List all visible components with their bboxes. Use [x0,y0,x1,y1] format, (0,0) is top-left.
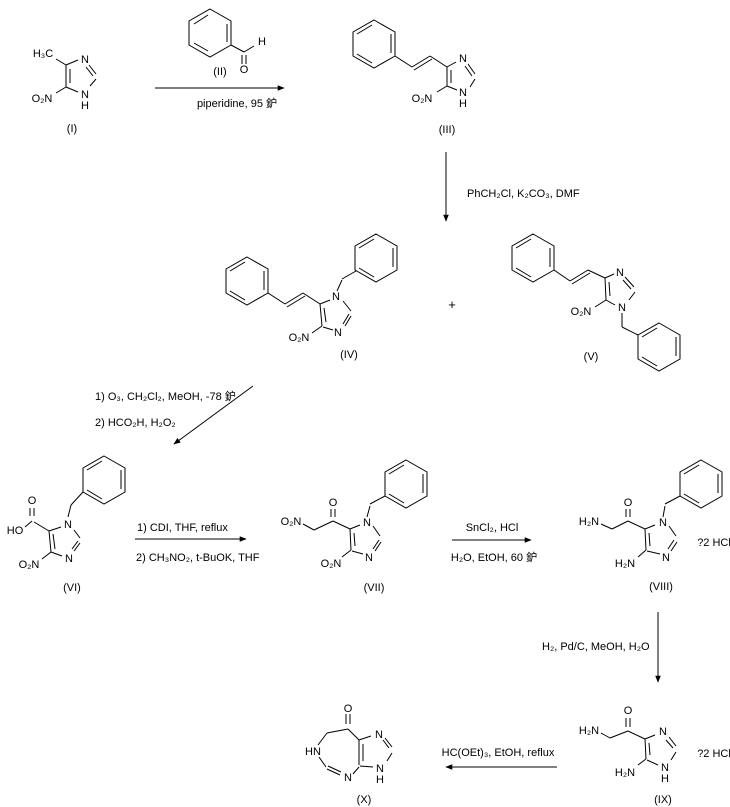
ketone-o-atom: O [624,497,633,509]
step7-conditions: HC(OEt)₃, EtOH, reflux [442,747,555,759]
compound-v: N N O₂N (V) [511,233,681,372]
ring-n1-atom: N [332,291,340,303]
compound-x-skeleton [317,714,393,776]
salt-annotation: ?2 HCl [697,537,730,549]
ring-n1-atom: N [661,762,669,774]
compound-ii: H O (II) [188,8,266,78]
compound-viii-skeleton [600,459,723,558]
ring-n1-atom: N [363,517,371,529]
ring-n5-atom: N [344,772,352,784]
nitro-group-label: O₂N [289,332,310,344]
compound-x: O HN N N N H (X) [305,703,393,806]
ring-n3-atom: N [65,553,73,565]
aminomethyl-group-label: H₂N [579,725,599,737]
step2-conditions: PhCH₂Cl, K₂CO₃, DMF [467,188,580,200]
step5-conditions-line1: SnCl₂, HCl [466,522,519,534]
ring-n3-atom: N [334,327,342,339]
aminomethyl-group-label: H₂N [579,516,599,528]
compound-ii-label: (II) [213,66,226,78]
reaction-arrow-step5: SnCl₂, HCl H₂O, EtOH, 60 鈩 [451,522,537,564]
ring-n3-atom: N [459,53,467,65]
carboxyl-o-atom: O [28,495,37,507]
ring-n1-atom: N [81,89,89,101]
compound-viii: H₂N O N N H₂N ?2 HCl (VIII) [579,459,730,593]
carboxyl-ho-group: HO [7,525,24,537]
compound-vii-label: (VII) [364,582,385,594]
compound-ix-label: (IX) [654,794,672,806]
aldehyde-h-atom: H [258,36,266,48]
compound-vi-skeleton [24,455,126,560]
compound-iii-skeleton [352,19,476,93]
salt-annotation: ?2 HCl [697,748,730,760]
methyl-group-label: H₃C [33,48,53,60]
compound-iv: N N O₂N (IV) [225,233,398,361]
step4-conditions-line1: 1) CDI, THF, reflux [137,522,228,534]
reaction-arrow-step1: piperidine, 95 鈩 [155,85,285,110]
aldehyde-o-atom: O [240,64,249,76]
arrow-line [173,385,254,445]
compound-vii: O₂N O N N O₂N (VII) [281,459,428,594]
ketone-o-atom: O [624,705,633,717]
compound-iii: N N H O₂N (III) [352,19,476,136]
compound-ix: O H₂N N N H H₂N ?2 HCl (IX) [579,705,730,806]
compound-iii-label: (III) [439,124,456,136]
compound-i-skeleton [55,58,97,94]
step1-conditions: piperidine, 95 鈩 [197,96,277,110]
nitro-group-label: O₂N [32,93,53,105]
ring-hn-group: HN [305,746,321,758]
ring-n1-atom: N [618,302,626,314]
compound-viii-label: (VIII) [649,581,673,593]
reaction-arrow-step7: HC(OEt)₃, EtOH, reflux [442,747,557,770]
compound-ix-skeleton [600,718,677,766]
ring-amino-group-label: H₂N [615,767,635,779]
ketone-o-atom: O [329,497,338,509]
imidazole-n3-atom: N [375,729,383,741]
ring-n1-atom: N [459,87,467,99]
ring-n3-atom: N [659,726,667,738]
ring-n3-atom: N [616,267,624,279]
ring-n3-atom: N [81,54,89,66]
nitro-group-label: O₂N [321,558,342,570]
compound-ii-skeleton [188,8,255,64]
ring-n1-atom: N [64,519,72,531]
ring-n1-h-atom: H [81,100,89,112]
step5-conditions-line2: H₂O, EtOH, 60 鈩 [451,550,537,564]
compound-i: H₃C N N H O₂N (I) [32,48,97,135]
reaction-arrow-step4: 1) CDI, THF, reflux 2) CH₃NO₂, t-BuOK, T… [135,522,260,564]
ring-n1-h-atom: H [661,773,669,785]
step4-conditions-line2: 2) CH₃NO₂, t-BuOK, THF [136,552,260,564]
compound-iv-skeleton [225,233,398,334]
nitro-group-label: O₂N [19,559,40,571]
imidazole-n1-h-atom: H [376,774,384,786]
compound-v-skeleton [511,233,681,372]
imidazole-n1-atom: N [376,763,384,775]
ring-n3-atom: N [662,552,670,564]
nitromethyl-group-label: O₂N [281,516,302,528]
compound-v-label: (V) [584,351,599,363]
ring-n1-h-atom: H [459,98,467,110]
reaction-arrow-step3: 1) O₃, CH₂Cl₂, MeOH, -78 鈩 2) HCO₂H, H₂O… [95,385,254,445]
step3-conditions-line1: 1) O₃, CH₂Cl₂, MeOH, -78 鈩 [95,389,236,403]
ring-amino-group-label: H₂N [615,558,635,570]
compound-x-label: (X) [357,794,372,806]
compound-vii-skeleton [302,459,428,558]
nitro-group-label: O₂N [571,306,592,318]
reaction-arrow-step6: H₂, Pd/C, MeOH, H₂O [542,612,661,683]
ketone-o-atom: O [344,703,353,715]
ring-n3-atom: N [365,552,373,564]
reaction-arrow-step2: PhCH₂Cl, K₂CO₃, DMF [443,152,580,222]
compound-vi-label: (VI) [63,582,81,594]
compound-iv-label: (IV) [340,349,358,361]
nitro-group-label: O₂N [412,93,433,105]
step6-conditions: H₂, Pd/C, MeOH, H₂O [542,641,650,653]
ring-n1-atom: N [659,517,667,529]
plus-operator: + [448,297,456,312]
compound-vi: O HO N N O₂N (VI) [7,455,126,594]
step3-conditions-line2: 2) HCO₂H, H₂O₂ [95,417,176,429]
compound-i-label: (I) [67,123,77,135]
